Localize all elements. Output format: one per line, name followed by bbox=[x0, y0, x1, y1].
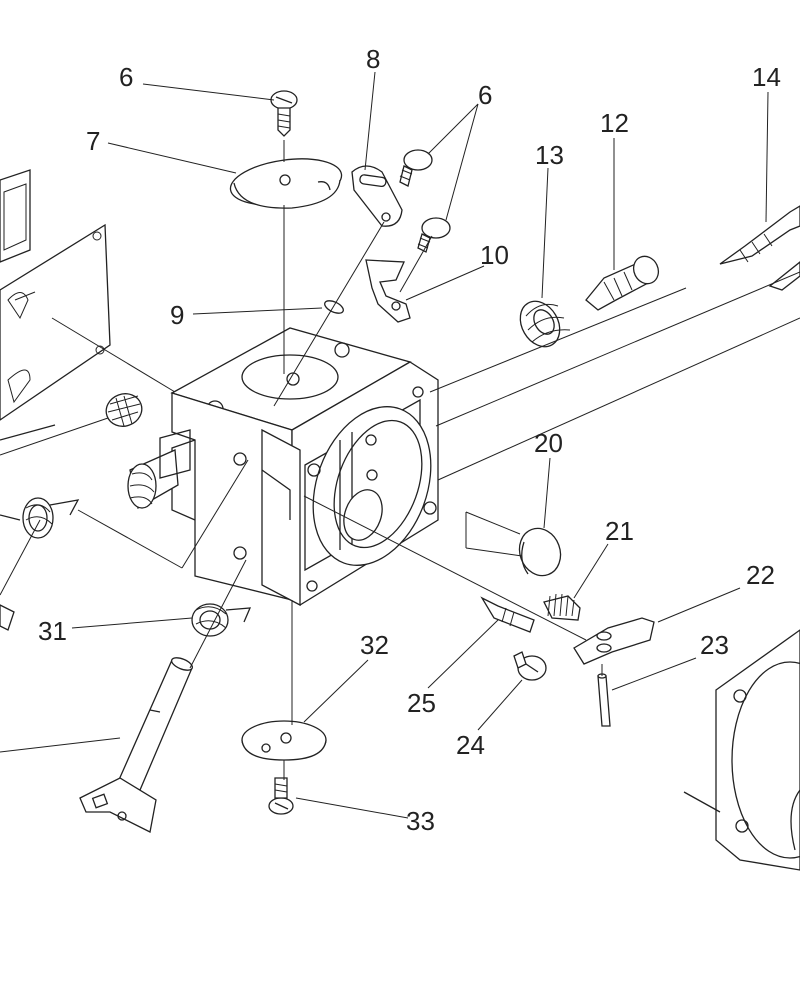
right-gasket bbox=[683, 629, 800, 871]
label-25: 25 bbox=[407, 688, 436, 718]
label-6-top: 6 bbox=[119, 62, 133, 92]
left-partial-fittings bbox=[0, 424, 56, 631]
label-31: 31 bbox=[38, 616, 67, 646]
label-6-right: 6 bbox=[478, 80, 492, 110]
carburetor-body bbox=[127, 327, 439, 607]
label-21: 21 bbox=[605, 516, 634, 546]
screws-6-right bbox=[399, 149, 451, 253]
throttle-spring-upper bbox=[0, 497, 80, 539]
label-23: 23 bbox=[700, 630, 729, 660]
spring-21 bbox=[543, 593, 581, 621]
screw-24 bbox=[513, 651, 547, 681]
screw-12 bbox=[585, 255, 660, 311]
lever-8 bbox=[351, 165, 403, 227]
label-8: 8 bbox=[366, 44, 380, 74]
label-13: 13 bbox=[535, 140, 564, 170]
screw-6-top bbox=[270, 90, 298, 137]
screw-33 bbox=[268, 777, 294, 815]
plug-20 bbox=[518, 527, 562, 577]
callout-labels: 6 7 8 6 12 13 14 9 10 20 21 22 23 31 32 … bbox=[38, 44, 781, 836]
needle-screw-14 bbox=[719, 205, 800, 291]
leader-lines bbox=[0, 71, 769, 819]
label-20: 20 bbox=[534, 428, 563, 458]
needle-arm-10 bbox=[365, 259, 411, 323]
clip-9 bbox=[324, 300, 344, 314]
pin-23 bbox=[597, 673, 611, 727]
label-9: 9 bbox=[170, 300, 184, 330]
label-22: 22 bbox=[746, 560, 775, 590]
assembly-guide-lines bbox=[0, 140, 800, 780]
throttle-shaft bbox=[79, 657, 194, 833]
spring-13 bbox=[519, 300, 571, 348]
filter-screen bbox=[105, 393, 143, 427]
label-32: 32 bbox=[360, 630, 389, 660]
control-lever-22 bbox=[573, 617, 655, 665]
label-10: 10 bbox=[480, 240, 509, 270]
label-24: 24 bbox=[456, 730, 485, 760]
left-gasket-plate bbox=[0, 169, 111, 421]
label-12: 12 bbox=[600, 108, 629, 138]
disc-32 bbox=[241, 720, 327, 761]
label-7: 7 bbox=[86, 126, 100, 156]
cover-disc-7 bbox=[229, 158, 343, 209]
label-14: 14 bbox=[752, 62, 781, 92]
inlet-needle-25 bbox=[480, 596, 535, 633]
label-33: 33 bbox=[406, 806, 435, 836]
